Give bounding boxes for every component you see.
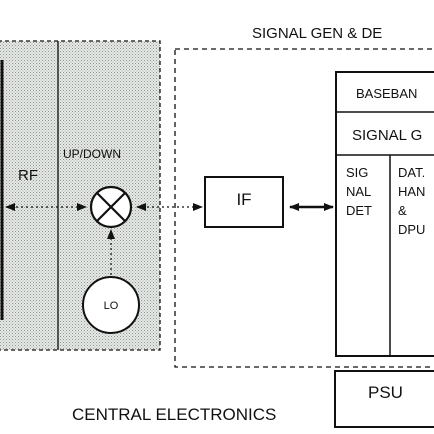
- dat-han-dpu-line-3: &: [398, 203, 407, 218]
- dat-han-dpu-line-4: DPU: [398, 222, 425, 237]
- rf-label: RF: [18, 167, 38, 184]
- dat-han-dpu-line-1: DAT.: [398, 165, 425, 180]
- psu-box: [334, 370, 434, 428]
- signal-gen-region: [174, 48, 434, 368]
- signal-gen-label: SIGNAL GEN & DE: [252, 25, 382, 42]
- up-down-label: UP/DOWN: [63, 147, 121, 161]
- dat-han-dpu-line-2: HAN: [398, 184, 425, 199]
- sig-nal-det-line-2: NAL: [346, 184, 371, 199]
- lo-oscillator: [82, 276, 140, 334]
- processor-stack: [335, 71, 434, 357]
- baseband-label: BASEBAN: [356, 86, 417, 101]
- central-electronics-label: CENTRAL ELECTRONICS: [72, 405, 276, 424]
- mixer-icon: [89, 185, 133, 229]
- if-box: [204, 176, 284, 228]
- if-label: IF: [236, 190, 251, 209]
- signal-g-label: SIGNAL G: [352, 127, 422, 144]
- sig-nal-det-line-1: SIG: [346, 165, 368, 180]
- lo-label: LO: [104, 300, 119, 312]
- sig-nal-det-line-3: DET: [346, 203, 372, 218]
- psu-label: PSU: [368, 383, 403, 402]
